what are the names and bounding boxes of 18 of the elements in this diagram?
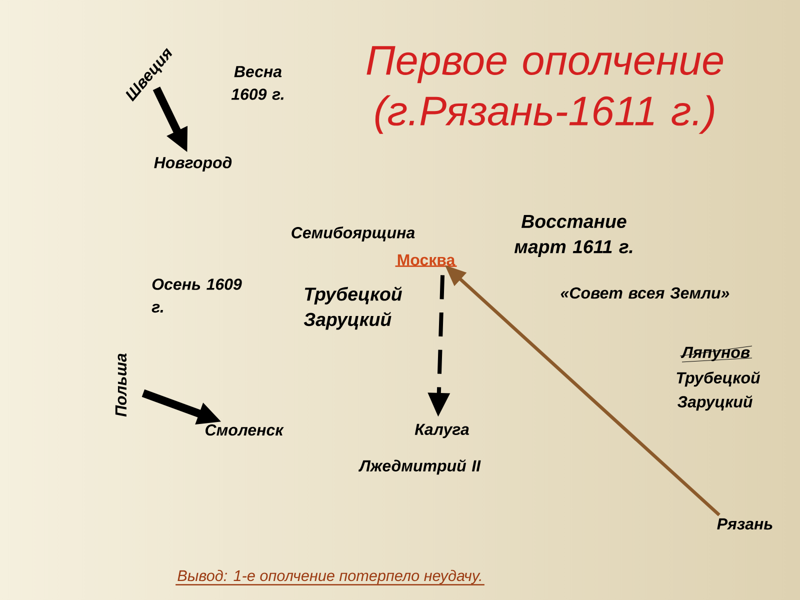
city-label: Рязань — [717, 518, 772, 530]
city-label: Калуга — [414, 424, 469, 438]
text-label: Трубецкой — [676, 371, 760, 387]
text-label: Семибоярщина — [292, 226, 415, 242]
text-label: Лжедмитрий II — [358, 459, 481, 475]
country-label: Польша — [115, 354, 127, 417]
conclusion-text: Вывод: 1-е ополчение потерпело неудачу. — [176, 570, 484, 586]
city-label: Москва — [395, 254, 457, 267]
text-label: Трубецкой Заруцкий — [304, 286, 402, 330]
crossed-out-name: Ляпунов — [680, 346, 752, 362]
text-label: «Совет всея Земли» — [560, 287, 730, 299]
text-label: Осень 1609 г. — [152, 278, 242, 313]
text-label: Восстание март 1611 г. — [514, 214, 632, 258]
title: Первое ополчение (г.Рязань-1611 г.) — [366, 46, 724, 134]
city-label: Новгород — [154, 156, 232, 172]
text-label: Весна 1609 г. — [231, 66, 284, 100]
text-label: Заруцкий — [678, 395, 752, 411]
city-label: Смоленск — [206, 424, 284, 436]
